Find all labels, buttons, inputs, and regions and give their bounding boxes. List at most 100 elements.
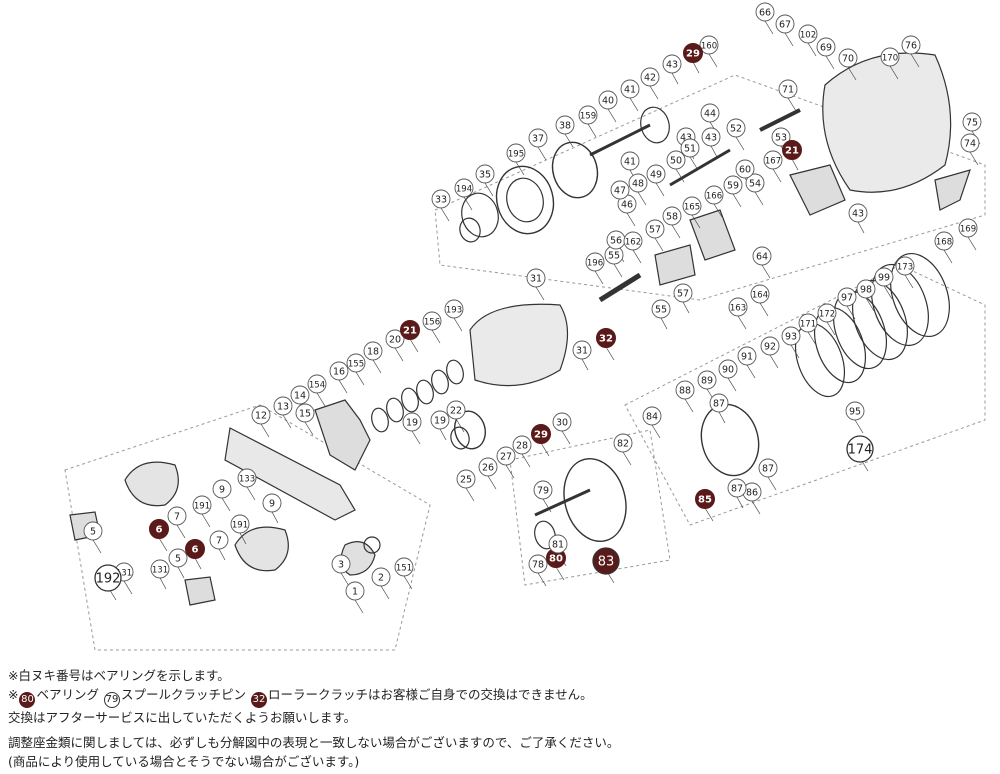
part-callout-67: 67 (775, 14, 795, 34)
svg-text:89: 89 (701, 375, 713, 386)
svg-text:13: 13 (277, 401, 289, 412)
svg-text:67: 67 (779, 19, 791, 30)
part-callout-160: 160 (699, 35, 719, 55)
svg-text:75: 75 (966, 117, 978, 128)
part-callout-76: 76 (901, 35, 921, 55)
part-callout-71: 71 (778, 79, 798, 99)
svg-text:19: 19 (406, 417, 418, 428)
svg-text:47: 47 (614, 185, 626, 196)
svg-text:2: 2 (378, 572, 384, 583)
svg-text:87: 87 (713, 398, 725, 409)
part-callout-37: 37 (528, 128, 548, 148)
svg-text:86: 86 (746, 487, 758, 498)
part-callout-99: 99 (874, 267, 894, 287)
svg-text:3: 3 (338, 559, 344, 570)
svg-text:81: 81 (552, 539, 564, 550)
part-callout-35: 35 (475, 164, 495, 184)
part-callout-133: 133 (237, 468, 257, 488)
svg-text:69: 69 (820, 42, 832, 53)
part-callout-32: 32 (596, 328, 616, 348)
svg-text:191: 191 (232, 520, 248, 530)
part-callout-70: 70 (838, 48, 858, 68)
part-callout-42: 42 (640, 67, 660, 87)
svg-text:92: 92 (764, 341, 776, 352)
part-callout-66: 66 (755, 2, 775, 22)
part-callout-47: 47 (610, 180, 630, 200)
part-callout-31: 31 (526, 268, 546, 288)
svg-text:41: 41 (624, 84, 636, 95)
svg-text:51: 51 (684, 143, 696, 154)
part-callout-92: 92 (760, 336, 780, 356)
svg-text:160: 160 (701, 41, 717, 51)
svg-text:159: 159 (580, 111, 596, 121)
part-callout-88: 88 (675, 380, 695, 400)
part-callout-168: 168 (934, 231, 954, 251)
svg-text:18: 18 (367, 346, 379, 357)
part-callout-52: 52 (726, 118, 746, 138)
part-callout-83: 83 (592, 547, 620, 575)
svg-text:79: 79 (537, 485, 549, 496)
svg-text:93: 93 (785, 331, 797, 342)
part-callout-49: 49 (646, 164, 666, 184)
note-after-service: 交換はアフターサービスに出していただくようお願いします。 (8, 710, 357, 725)
part-callout-16: 16 (329, 361, 349, 381)
part-callout-85: 85 (695, 489, 715, 509)
part-callout-59: 59 (723, 175, 743, 195)
svg-text:66: 66 (759, 7, 771, 18)
svg-text:46: 46 (621, 199, 633, 210)
svg-text:6: 6 (156, 525, 163, 536)
part-callout-165: 165 (682, 196, 702, 216)
clutch-pin-mark: 79 (103, 692, 120, 708)
part-callout-131: 131 (150, 559, 170, 579)
bearing-mark: 80 (19, 692, 36, 708)
svg-text:172: 172 (819, 309, 835, 319)
part-callout-29: 29 (531, 424, 551, 444)
part-callout-6: 6 (185, 539, 205, 559)
part-callout-74: 74 (960, 133, 980, 153)
svg-text:83: 83 (598, 555, 615, 570)
svg-text:193: 193 (446, 305, 462, 315)
part-callout-3: 3 (331, 554, 351, 574)
svg-text:20: 20 (389, 334, 401, 345)
part-callout-9: 9 (212, 479, 232, 499)
svg-text:71: 71 (782, 84, 794, 95)
part-callout-75: 75 (962, 112, 982, 132)
svg-text:131: 131 (116, 568, 132, 578)
part-callout-25: 25 (456, 469, 476, 489)
svg-text:78: 78 (532, 559, 544, 570)
part-callout-5: 5 (168, 548, 188, 568)
part-callout-12: 12 (251, 405, 271, 425)
svg-text:169: 169 (960, 224, 976, 234)
svg-text:98: 98 (860, 284, 872, 295)
svg-text:9: 9 (219, 484, 225, 495)
svg-text:165: 165 (684, 202, 700, 212)
part-callout-14: 14 (290, 385, 310, 405)
svg-text:164: 164 (752, 290, 768, 300)
part-callout-90: 90 (718, 359, 738, 379)
part-callout-30: 30 (552, 412, 572, 432)
svg-text:27: 27 (500, 451, 512, 462)
svg-text:99: 99 (878, 272, 890, 283)
part-callout-28: 28 (512, 435, 532, 455)
svg-text:59: 59 (727, 180, 739, 191)
svg-text:6: 6 (192, 545, 199, 556)
part-callout-170: 170 (880, 47, 900, 67)
part-callout-57: 57 (673, 283, 693, 303)
svg-text:80: 80 (549, 554, 563, 565)
svg-text:90: 90 (722, 364, 734, 375)
svg-text:167: 167 (765, 156, 781, 166)
part-callout-163: 163 (728, 297, 748, 317)
svg-text:49: 49 (650, 169, 662, 180)
svg-text:50: 50 (670, 155, 682, 166)
svg-text:170: 170 (882, 53, 898, 63)
svg-text:21: 21 (785, 146, 799, 157)
svg-text:191: 191 (194, 501, 210, 511)
part-callout-20: 20 (385, 329, 405, 349)
svg-text:85: 85 (698, 495, 712, 506)
svg-text:42: 42 (644, 72, 656, 83)
part-callout-51: 51 (680, 138, 700, 158)
part-callout-155: 155 (346, 353, 366, 373)
part-callout-95: 95 (845, 401, 865, 421)
